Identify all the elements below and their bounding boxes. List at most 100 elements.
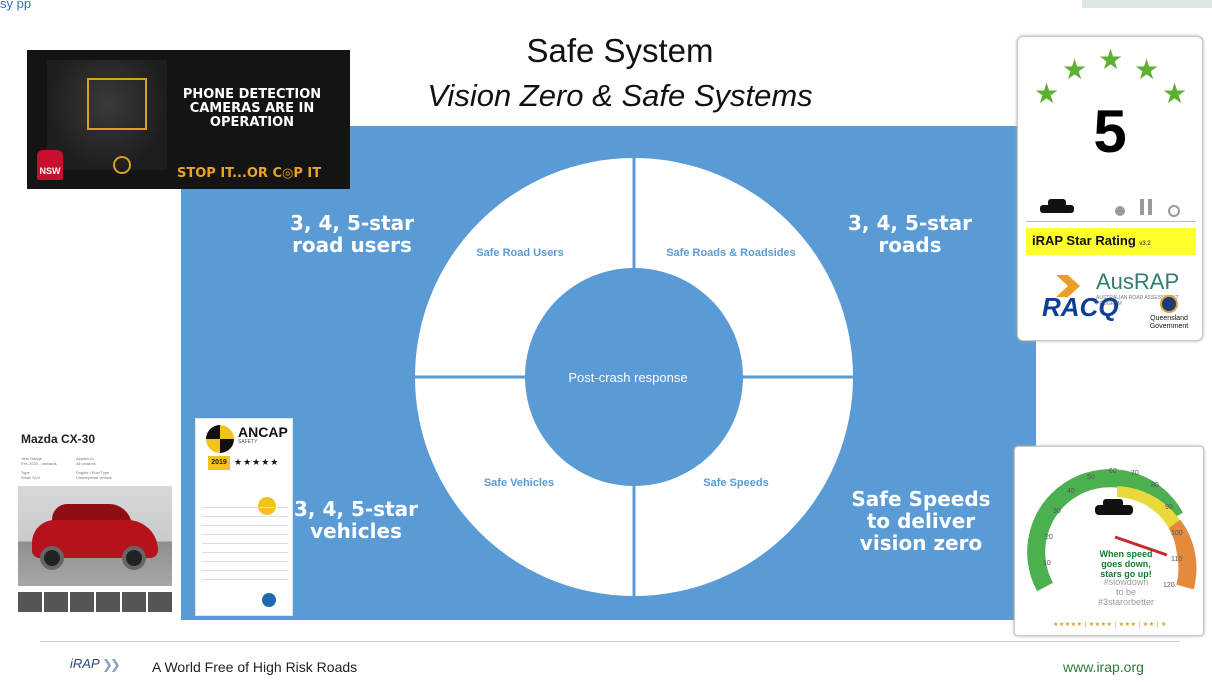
spec-value: Feb 2020 - onwards <box>21 461 57 466</box>
spec-value: Diesel/petrol vehicle <box>76 475 112 480</box>
vehicle-model-name: Mazda CX-30 <box>21 432 96 446</box>
pedestrian-icon <box>1140 199 1144 215</box>
towards-zero-logo <box>113 156 131 174</box>
phone-sign-line1: PHONE DETECTION <box>182 87 322 102</box>
nsw-logo: NSW <box>37 150 63 180</box>
irap-star-rating-label: iRAP Star Rating <box>1032 233 1136 248</box>
gauge-tick: 110 <box>1171 556 1182 563</box>
thumbnail[interactable] <box>148 592 172 612</box>
speedometer-card: 10 20 30 40 50 60 70 80 90 100 110 120 W… <box>1014 446 1204 636</box>
corner-safe-speeds: Safe Speeds to deliver vision zero <box>826 488 1016 554</box>
ancap-year: 2019 <box>208 456 230 470</box>
footer-website[interactable]: www.irap.org <box>1063 659 1144 675</box>
gauge-tick: 10 <box>1043 560 1051 567</box>
phone-sign-line2: CAMERAS ARE IN <box>189 101 315 116</box>
center-circle <box>525 268 743 486</box>
speed-slogan: When speed goes down, stars go up! <box>1091 549 1161 579</box>
racq-logo: RACQ <box>1042 292 1119 322</box>
rating-star-icon: ★ <box>1162 78 1188 109</box>
vehicle-photo <box>18 486 172 586</box>
spec-label: Type <box>21 470 30 475</box>
speed-hashtags: #slowdown to be #3starorbetter <box>1095 577 1157 607</box>
gauge-orange-arc <box>1165 519 1197 590</box>
phone-sign-tagline: STOP IT...OR C◎P IT <box>177 166 322 181</box>
rating-star-icon: ★ <box>1134 54 1160 85</box>
thumbnail[interactable] <box>70 592 94 612</box>
slogan-line1: When speed <box>1099 549 1153 559</box>
gauge-tick: 50 <box>1087 474 1095 481</box>
phone-detection-sign: PHONE DETECTION CAMERAS ARE IN OPERATION… <box>27 50 350 189</box>
hashtag-line3: #3starorbetter <box>1097 597 1155 607</box>
irap-version-label: v3.2 <box>1139 241 1151 247</box>
speedo-car-icon <box>1095 505 1133 515</box>
corner-roads-line1: 3, 4, 5-star <box>848 211 972 235</box>
rating-star-icon: ★ <box>1034 78 1060 109</box>
irap-logo: iRAP <box>70 656 100 671</box>
corner-roads: 3, 4, 5-star roads <box>820 212 1000 256</box>
quadrant-safe-roads: Safe Roads & Roadsides <box>666 247 796 259</box>
ancap-name: ANCAP <box>238 424 288 440</box>
quadrant-safe-vehicles: Safe Vehicles <box>484 477 554 489</box>
corner-road-users-line1: 3, 4, 5-star <box>290 211 414 235</box>
rating-star-icon: ★ <box>1062 54 1088 85</box>
irap-chevron-icon: ❯❯ <box>102 657 121 672</box>
thumbnail[interactable] <box>18 592 42 612</box>
slogan-line3: stars go up! <box>1100 569 1152 579</box>
mazda-cx30-card: Mazda CX-30 Year Range Feb 2020 - onward… <box>10 418 176 616</box>
quadrant-safe-road-users: Safe Road Users <box>476 247 563 259</box>
adult-occupant-score-icon <box>258 497 276 515</box>
ausrap-logo: AusRAP <box>1096 269 1180 294</box>
spec-label: Engine / Fuel Type <box>76 470 110 475</box>
footer-tagline: A World Free of High Risk Roads <box>152 659 358 675</box>
road-user-icons <box>1040 199 1180 217</box>
phone-sign-message: PHONE DETECTION CAMERAS ARE IN OPERATION <box>172 88 332 130</box>
qld-line1: Queensland <box>1150 315 1188 322</box>
card-divider <box>1026 221 1196 222</box>
corner-road-users-line2: road users <box>292 233 412 257</box>
corner-vehicles-line1: 3, 4, 5-star <box>294 497 418 521</box>
slide-subtitle: Vision Zero & Safe Systems <box>427 78 813 113</box>
hashtag-line2: to be <box>1115 587 1137 597</box>
spec-label: Applies to <box>76 456 94 461</box>
child-occupant-score-icon <box>262 593 276 607</box>
speedometer-gauge: 10 20 30 40 50 60 70 80 90 100 110 120 <box>1027 468 1197 621</box>
quadrant-safe-speeds: Safe Speeds <box>703 477 768 489</box>
irap-star-rating-band: iRAP Star Rating v3.2 <box>1026 228 1196 255</box>
gauge-tick: 120 <box>1163 582 1175 589</box>
gauge-tick: 100 <box>1171 530 1183 537</box>
ancap-logo-icon <box>206 425 234 453</box>
gauge-tick: 40 <box>1067 488 1075 495</box>
phone-sign-line3: OPERATION <box>209 115 295 130</box>
thumbnail[interactable] <box>96 592 120 612</box>
corner-safe-speeds-line2: to deliver <box>866 509 976 533</box>
queensland-crest-icon <box>1160 295 1178 313</box>
spec-value: Small SUV <box>21 475 41 480</box>
footer-divider <box>40 641 1180 642</box>
ausrap-chevron-icon <box>1056 275 1080 297</box>
gauge-tick: 20 <box>1045 534 1053 541</box>
corner-vehicles-line2: vehicles <box>310 519 402 543</box>
top-link-fragment[interactable]: sy pp <box>0 0 32 11</box>
thumbnail[interactable] <box>44 592 68 612</box>
motorcycle-icon <box>1115 206 1125 216</box>
hashtag-line1: #slowdown <box>1103 577 1149 587</box>
gauge-green-arc <box>1027 469 1183 592</box>
vehicle-thumbnails[interactable] <box>18 592 172 612</box>
gauge-yellow-arc <box>1116 486 1183 535</box>
slogan-line2: goes down, <box>1101 559 1151 569</box>
queensland-government-logo: Queensland Government <box>1142 295 1196 331</box>
gauge-tick: 90 <box>1165 504 1173 511</box>
gauge-needle <box>1114 535 1168 557</box>
corner-vehicles: 3, 4, 5-star vehicles <box>266 498 446 542</box>
slide-title: Safe System <box>526 32 714 69</box>
rating-star-icon: ★ <box>1098 44 1124 75</box>
gauge-tick: 80 <box>1151 482 1159 489</box>
corner-safe-speeds-line3: vision zero <box>859 531 983 555</box>
gauge-tick: 60 <box>1109 468 1117 475</box>
camera-frame-icon <box>87 78 147 130</box>
ancap-stars: ★★★★★ <box>234 457 280 467</box>
corner-road-users: 3, 4, 5-star road users <box>262 212 442 256</box>
thumbnail[interactable] <box>122 592 146 612</box>
corner-safe-speeds-line1: Safe Speeds <box>851 487 991 511</box>
